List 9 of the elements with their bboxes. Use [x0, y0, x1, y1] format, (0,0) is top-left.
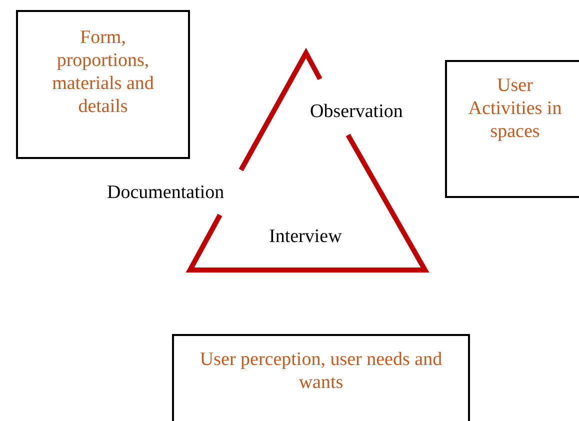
text-box — [445, 60, 579, 198]
triangle-label: Observation — [310, 101, 403, 123]
box-text: User perception, user needs and wants — [198, 348, 444, 394]
text-box — [16, 10, 190, 159]
box-text: Form, proportions, materials and details — [51, 26, 155, 118]
triangle-label: Documentation — [107, 182, 224, 204]
text-box — [172, 334, 470, 421]
triangle-label: Interview — [269, 226, 342, 248]
box-text: User Activities in spaces — [467, 74, 563, 143]
